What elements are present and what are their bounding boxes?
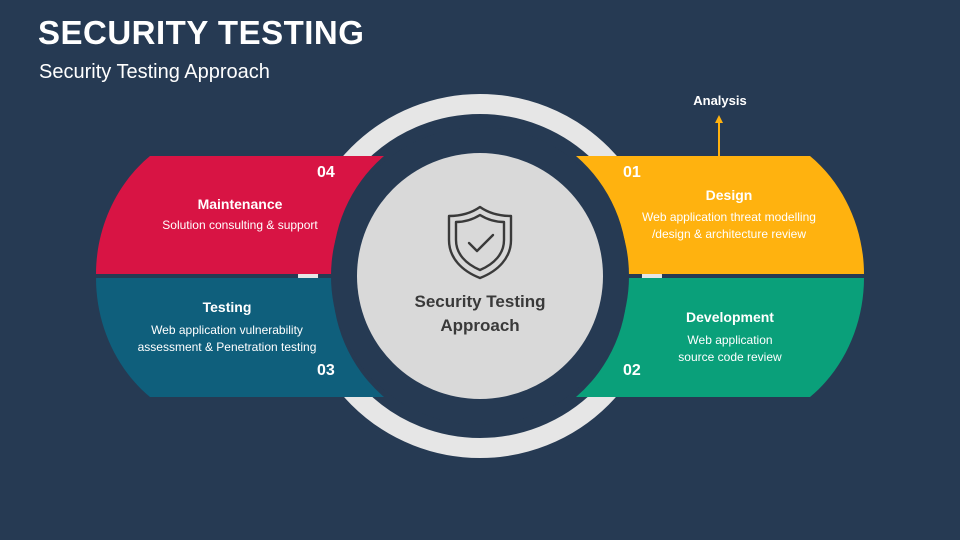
testing-heading: Testing <box>202 299 252 315</box>
development-number: 02 <box>623 362 641 379</box>
maintenance-number: 04 <box>317 164 335 181</box>
maintenance-segment <box>96 156 384 274</box>
testing-desc-line2: assessment & Penetration testing <box>137 340 317 354</box>
development-desc-line2: source code review <box>678 350 782 364</box>
development-block: Development Web application source code … <box>640 309 820 366</box>
center-circle <box>357 153 603 399</box>
maintenance-block: Maintenance Solution consulting & suppor… <box>140 196 340 234</box>
center-label-line1: Security Testing <box>414 292 546 311</box>
maintenance-desc-line1: Solution consulting & support <box>162 218 318 232</box>
page-subtitle: Security Testing Approach <box>39 61 270 83</box>
design-block: Design Web application threat modelling … <box>620 187 838 243</box>
center-label-line2: Approach <box>440 316 520 335</box>
outer-ring <box>298 94 662 458</box>
page-title: SECURITY TESTING <box>38 14 365 51</box>
design-heading: Design <box>705 187 753 203</box>
testing-segment <box>96 278 384 397</box>
testing-number: 03 <box>317 362 335 379</box>
development-heading: Development <box>686 309 774 325</box>
testing-block: Testing Web application vulnerability as… <box>117 299 337 356</box>
design-segment <box>576 156 864 274</box>
development-desc-line1: Web application <box>687 333 773 347</box>
analysis-arrow <box>715 115 723 156</box>
design-number: 01 <box>623 164 641 181</box>
testing-desc-line1: Web application vulnerability <box>151 323 303 337</box>
design-desc-line2: /design & architecture review <box>651 227 807 241</box>
maintenance-heading: Maintenance <box>197 196 283 212</box>
shield-check-icon <box>447 205 513 280</box>
development-segment <box>576 278 864 397</box>
center-label: Security Testing Approach <box>380 290 580 338</box>
design-desc-line1: Web application threat modelling <box>642 210 816 224</box>
analysis-label: Analysis <box>693 93 747 108</box>
